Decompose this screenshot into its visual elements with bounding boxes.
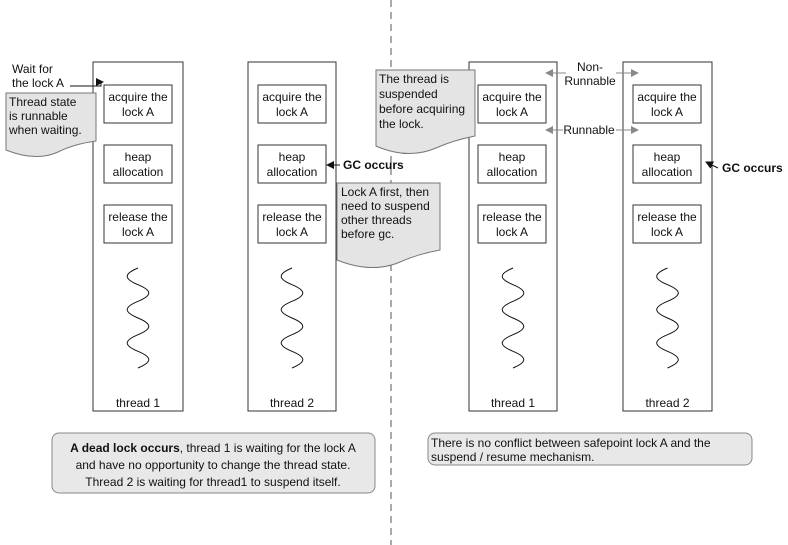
no-conflict-summary-line2: suspend / resume mechanism. xyxy=(431,450,594,464)
deadlock-summary-line2: and have no opportunity to change the th… xyxy=(76,458,351,472)
step-box xyxy=(103,84,173,124)
step-box xyxy=(477,204,547,244)
thread-state-note xyxy=(5,92,97,157)
step-box xyxy=(103,144,173,184)
step-box xyxy=(257,84,327,124)
step-box xyxy=(632,204,702,244)
step-box xyxy=(103,204,173,244)
deadlock-summary-line3: Thread 2 is waiting for thread1 to suspe… xyxy=(85,475,340,489)
thread-label: thread 2 xyxy=(645,396,689,410)
gc-occurs-label-left: GC occurs xyxy=(343,158,404,172)
step-box xyxy=(477,84,547,124)
deadlock-summary-box xyxy=(51,432,376,494)
step-box xyxy=(257,204,327,244)
lock-first-note xyxy=(336,182,441,269)
runnable-label: Runnable xyxy=(563,123,615,137)
no-conflict-summary-line1: There is no conflict between safepoint l… xyxy=(431,436,711,450)
non-runnable-label: Non-Runnable xyxy=(564,60,616,88)
deadlock-summary-line1: A dead lock occurs, thread 1 is waiting … xyxy=(70,441,356,455)
wavy-line xyxy=(126,267,150,369)
step-box xyxy=(632,144,702,184)
wavy-line xyxy=(280,267,304,369)
wavy-line xyxy=(656,267,679,369)
gc-arrow-right xyxy=(705,161,719,169)
thread-label: thread 1 xyxy=(491,396,535,410)
suspended-note xyxy=(375,69,476,154)
gc-occurs-label-right: GC occurs xyxy=(722,161,783,175)
step-box xyxy=(477,144,547,184)
no-conflict-summary-box xyxy=(427,432,753,466)
thread-label: thread 2 xyxy=(270,396,314,410)
thread-label: thread 1 xyxy=(116,396,160,410)
wait-arrow-head xyxy=(96,78,104,86)
step-box xyxy=(632,84,702,124)
wavy-line xyxy=(501,267,525,369)
